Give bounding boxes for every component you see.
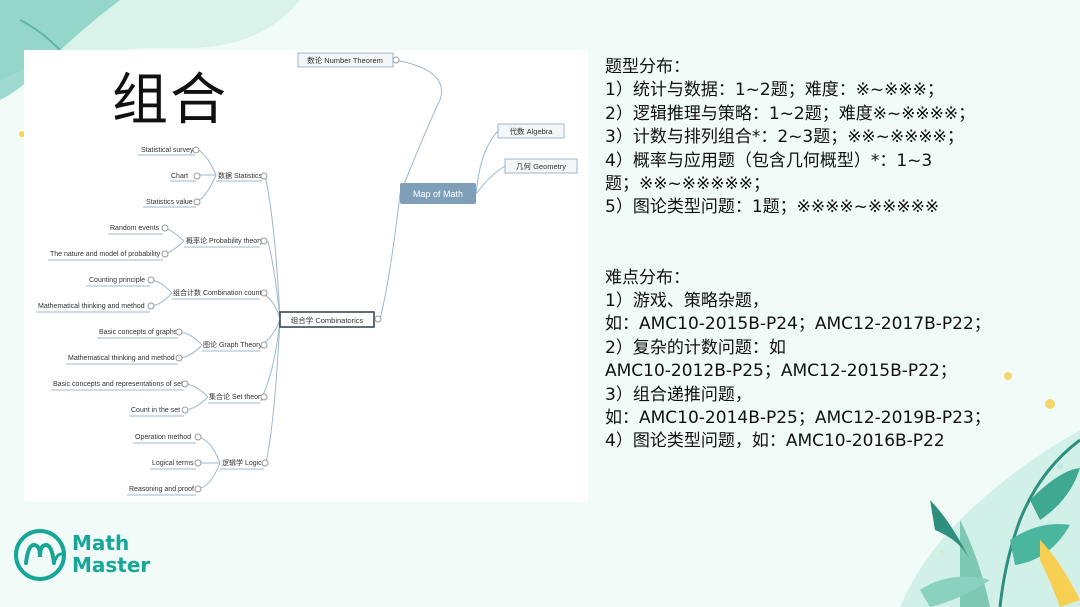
branch-geometry-label: 几何 Geometry	[516, 161, 566, 171]
type-line: 题；※※~※※※※※；	[605, 174, 770, 195]
leaf-count-in-set[interactable]: Count in the set	[131, 407, 180, 414]
type-line: 3）计数与排列组合*：2~3题；※※~※※※※；	[605, 127, 964, 148]
spacer	[605, 220, 1075, 243]
leaf-math-thinking-method[interactable]: Mathematical thinking and method	[38, 303, 145, 310]
expand-icon[interactable]	[192, 146, 200, 154]
expand-icon[interactable]	[161, 250, 169, 258]
category-label: 集合论 Set theory	[209, 392, 264, 401]
leaf-basic-concepts-sets[interactable]: Basic concepts and representations of se…	[53, 381, 187, 388]
logo-wordmark: Math Master	[72, 532, 150, 576]
collapse-icon[interactable]	[392, 56, 400, 64]
mindmap-panel	[24, 50, 588, 502]
type-line: 2）逻辑推理与策略：1~2题；难度※~※※※※；	[605, 103, 976, 124]
category-label: 概率论 Probability theory	[186, 236, 264, 245]
category-label: 数据 Statistics	[218, 171, 262, 180]
category-label: 逻辑学 Logic	[222, 458, 262, 467]
branch-combinatorics[interactable]: 组合学 Combinatorics	[279, 311, 382, 328]
spacer	[605, 243, 1075, 266]
type-distribution-heading: 题型分布：	[605, 57, 690, 77]
category-statistics[interactable]: 数据 Statistics	[218, 171, 268, 180]
logo-line-2: Master	[72, 553, 151, 577]
difficulty-line: 2）复杂的计数问题：如	[605, 337, 786, 358]
category-logic[interactable]: 逻辑学 Logic	[222, 458, 269, 467]
category-graph-theory[interactable]: 图论 Graph Theory	[203, 340, 268, 349]
branch-algebra-label: 代数 Algebra	[510, 126, 554, 136]
expand-icon[interactable]	[194, 433, 202, 441]
collapse-icon[interactable]	[374, 315, 382, 323]
category-label: 图论 Graph Theory	[203, 340, 263, 349]
difficulty-line: AMC10-2012B-P25；AMC12-2015B-P22；	[605, 361, 957, 382]
expand-icon[interactable]	[193, 198, 201, 206]
category-combination-count[interactable]: 组合计数 Combination count	[173, 288, 268, 297]
difficulty-line: 如：AMC10-2014B-P25；AMC12-2019B-P23；	[605, 408, 991, 429]
type-line: 5）图论类型问题：1题；※※※※~※※※※※	[605, 197, 940, 218]
type-line: 1）统计与数据：1~2题；难度：※~※※※；	[605, 80, 944, 101]
expand-icon[interactable]	[175, 328, 183, 336]
difficulty-distribution-heading: 难点分布：	[605, 267, 690, 288]
difficulty-line: 3）组合递推问题，	[605, 384, 752, 405]
branch-algebra[interactable]: 代数 Algebra	[497, 123, 565, 139]
leaf-reasoning-proof[interactable]: Reasoning and proof	[129, 486, 194, 493]
branch-number-theorem-label: 数论 Number Theorem	[307, 55, 383, 65]
expand-icon[interactable]	[175, 354, 183, 362]
leaf-logical-terms[interactable]: Logical terms	[152, 460, 194, 467]
collapse-icon[interactable]	[260, 393, 268, 401]
leaf-statistics-value[interactable]: Statistics value	[146, 199, 193, 206]
collapse-icon[interactable]	[260, 172, 268, 180]
collapse-icon[interactable]	[260, 289, 268, 297]
type-line: 4）概率与应用题（包含几何概型）*：1~3	[605, 150, 933, 171]
root-label: Map of Math	[413, 189, 463, 199]
slide-title: 组合	[112, 68, 228, 133]
branch-number-theorem[interactable]: 数论 Number Theorem	[297, 52, 400, 68]
difficulty-line: 1）游戏、策略杂题，	[605, 291, 769, 312]
expand-icon[interactable]	[181, 380, 189, 388]
category-set-theory[interactable]: 集合论 Set theory	[209, 392, 268, 401]
math-master-logo-icon	[14, 529, 66, 581]
expand-icon[interactable]	[193, 172, 201, 180]
leaf-chart[interactable]: Chart	[171, 173, 188, 180]
expand-icon[interactable]	[147, 302, 155, 310]
branch-geometry[interactable]: 几何 Geometry	[504, 158, 578, 174]
leaf-operation-method[interactable]: Operation method	[135, 434, 191, 441]
difficulty-line: 4）图论类型问题，如：AMC10-2016B-P22	[605, 431, 945, 452]
collapse-icon[interactable]	[261, 459, 269, 467]
notes-panel: 题型分布： 1）统计与数据：1~2题；难度：※~※※※； 2）逻辑推理与策略：1…	[605, 56, 1075, 454]
expand-icon[interactable]	[194, 459, 202, 467]
expand-icon[interactable]	[181, 406, 189, 414]
category-label: 组合计数 Combination count	[173, 288, 261, 297]
logo-line-1: Math	[72, 531, 130, 555]
leaf-basic-concepts-graphs[interactable]: Basic concepts of graphs	[99, 329, 178, 336]
category-probability[interactable]: 概率论 Probability theory	[186, 236, 268, 245]
leaf-probability-model[interactable]: The nature and model of probability	[50, 251, 161, 258]
leaf-random-events[interactable]: Random events	[110, 225, 160, 232]
leaf-counting-principle[interactable]: Counting principle	[89, 277, 145, 284]
mindmap-root-node[interactable]: Map of Math	[400, 183, 476, 204]
expand-icon[interactable]	[194, 485, 202, 493]
difficulty-line: 如：AMC10-2015B-P24；AMC12-2017B-P22；	[605, 314, 991, 335]
expand-icon[interactable]	[147, 276, 155, 284]
expand-icon[interactable]	[161, 224, 169, 232]
collapse-icon[interactable]	[260, 237, 268, 245]
leaf-statistical-survey[interactable]: Statistical survey	[141, 147, 194, 154]
branch-combinatorics-label: 组合学 Combinatorics	[291, 315, 364, 325]
leaf-math-thinking-method[interactable]: Mathematical thinking and method	[68, 355, 175, 362]
collapse-icon[interactable]	[260, 341, 268, 349]
